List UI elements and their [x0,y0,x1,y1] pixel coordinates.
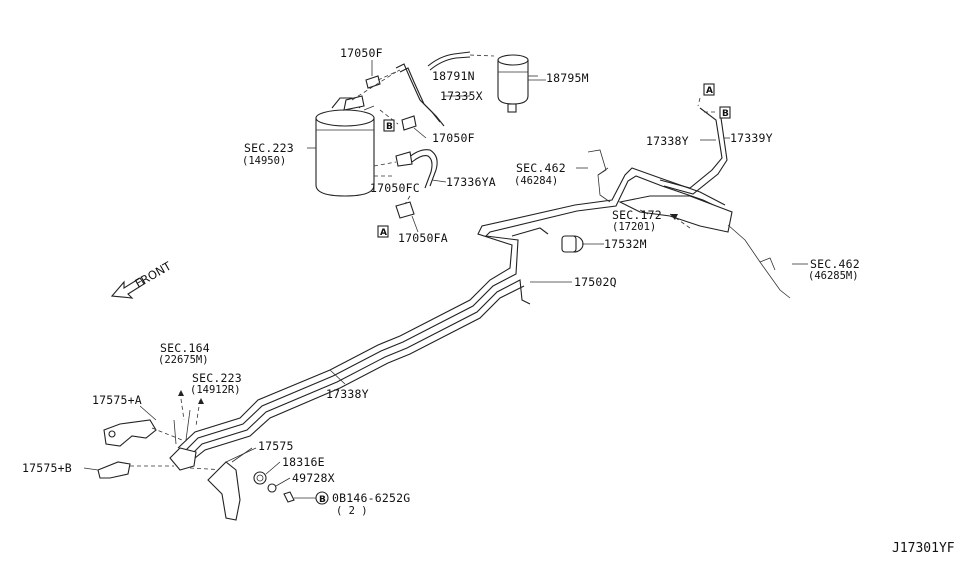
label-0b146-qty: ( 2 ) [336,505,368,517]
marker-a-text: A [706,86,713,96]
label-sec462-a: SEC.462 [516,161,566,175]
label-17575: 17575 [258,439,294,453]
front-bracket-assembly [97,390,316,521]
label-sec172-sub: (17201) [612,221,656,233]
label-sec462-a-sub: (46284) [514,175,558,187]
diagram-id: J17301YF [892,541,955,556]
label-sec223-bottom-sub: (14912R) [190,384,241,396]
leader-lines [83,79,808,471]
marker-a-low-text: A [380,228,387,238]
label-18316e: 18316E [282,455,325,469]
label-17050fc: 17050FC [370,181,420,195]
label-17532m: 17532M [604,237,647,251]
front-direction-arrow [110,277,145,299]
marker-box-b-top: B [704,106,731,119]
label-18791n: 18791N [432,69,475,83]
marker-b-mid-text: B [386,122,393,132]
evap-canister [315,95,375,197]
part-labels: 17050F 18791N 18795M 17335X 17050F SEC.2… [22,46,955,556]
marker-box-a-low: A [377,225,389,238]
label-17502q: 17502Q [574,275,617,289]
label-front: FRONT [133,258,175,290]
label-sec164-sub: (22675M) [158,354,209,366]
label-sec164: SEC.164 [160,341,210,355]
label-sec223-top: SEC.223 [244,141,294,155]
bolt-symbol: B [315,491,329,505]
label-17338y-bottom: 17338Y [326,387,369,401]
label-0b146: 0B146-6252G [332,491,410,505]
label-sec223-bottom: SEC.223 [192,371,242,385]
label-sec172: SEC.172 [612,208,662,222]
marker-box-a-top: A [697,83,715,107]
marker-box-b-mid: B [383,119,395,132]
marker-b-text: B [722,109,729,119]
label-sec462-b: SEC.462 [810,257,860,271]
label-sec462-b-sub: (46285M) [808,270,859,282]
bolt-symbol-text: B [319,495,326,505]
label-17335x: 17335X [440,89,483,103]
label-49728x: 49728X [292,471,335,485]
label-18795m: 18795M [546,71,589,85]
label-17575b: 17575+B [22,461,72,475]
label-17050f-mid: 17050F [432,131,475,145]
label-17338y-top: 17338Y [646,134,689,148]
canister-hoses [351,51,538,219]
label-17575a: 17575+A [92,393,142,407]
label-17336ya: 17336YA [446,175,496,189]
label-17050fa: 17050FA [398,231,448,245]
label-17339y: 17339Y [730,131,773,145]
label-sec223-top-sub: (14950) [242,155,286,167]
label-17050f-top: 17050F [340,46,383,60]
main-pipe-bundle [177,107,791,467]
